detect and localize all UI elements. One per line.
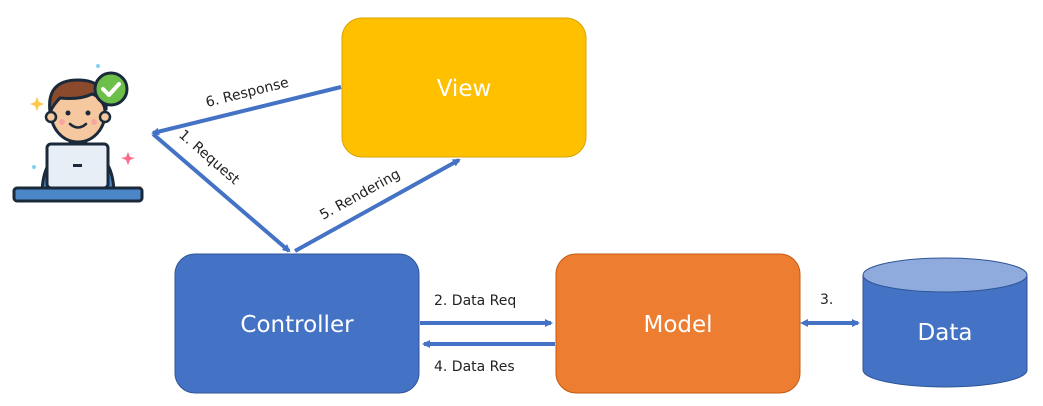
request-label: 1. Request [175,127,242,188]
response-arrow [151,85,342,136]
user-laptop-icon [12,64,144,203]
model-label: Model [643,312,712,338]
view-label: View [437,76,492,102]
request-arrow [151,132,291,253]
data-req-label: 2. Data Req [434,293,516,309]
data-res-label: 4. Data Res [434,359,515,375]
arrows [151,85,860,348]
controller-label: Controller [240,312,354,338]
data-exchange-label: 3. [820,292,833,308]
data-cylinder-body [862,275,1028,388]
response-label: 6. Response [204,75,290,111]
view-node: View [341,17,587,158]
model-node: Model [555,253,801,394]
data-cylinder-top [862,257,1028,293]
data-node: Data [862,257,1028,388]
rendering-arrow [294,158,461,253]
controller-node: Controller [174,253,420,394]
view-box [341,17,587,158]
data-label: Data [918,320,973,346]
controller-box [174,253,420,394]
